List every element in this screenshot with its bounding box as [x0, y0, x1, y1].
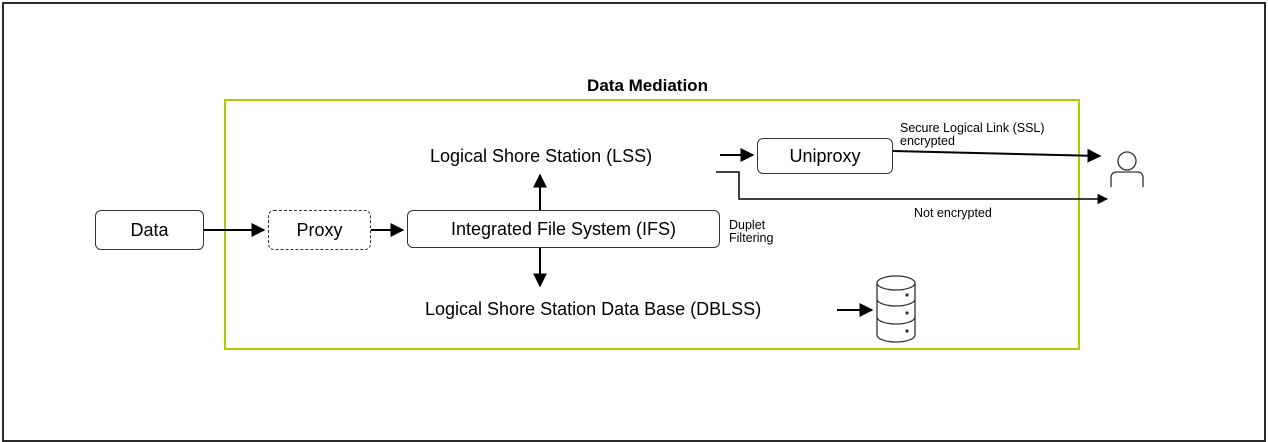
arrow-uniproxy-to-user: [892, 148, 1102, 163]
uniproxy-node-label: Uniproxy: [789, 145, 861, 166]
duplet-filtering-note: Duplet Filtering: [729, 219, 773, 245]
ifs-node-label: Integrated File System (IFS): [450, 218, 677, 239]
duplet-line-2: Filtering: [729, 231, 774, 245]
database-icon: [876, 275, 916, 343]
ifs-node: Integrated File System (IFS): [407, 210, 720, 248]
proxy-node-label: Proxy: [296, 219, 343, 240]
ssl-link-note: Secure Logical Link (SSL) encrypted: [900, 122, 1045, 148]
dblss-node-label: Logical Shore Station Data Base (DBLSS): [425, 299, 762, 319]
proxy-node: Proxy: [268, 210, 371, 250]
not-encrypted-note: Not encrypted: [914, 206, 992, 220]
diagram-title: Data Mediation: [587, 76, 708, 95]
ssl-line-1: Secure Logical Link (SSL): [900, 121, 1045, 135]
ssl-line-2: encrypted: [900, 134, 955, 148]
arrow-lss-not-encrypted: [716, 171, 1109, 205]
lss-node-label: Logical Shore Station (LSS): [430, 146, 653, 166]
data-node-label: Data: [130, 219, 169, 240]
data-node: Data: [95, 210, 204, 250]
duplet-line-1: Duplet: [729, 218, 766, 232]
uniproxy-node: Uniproxy: [757, 138, 893, 174]
user-icon: [1110, 151, 1144, 187]
data-mediation-container: [224, 99, 1080, 350]
